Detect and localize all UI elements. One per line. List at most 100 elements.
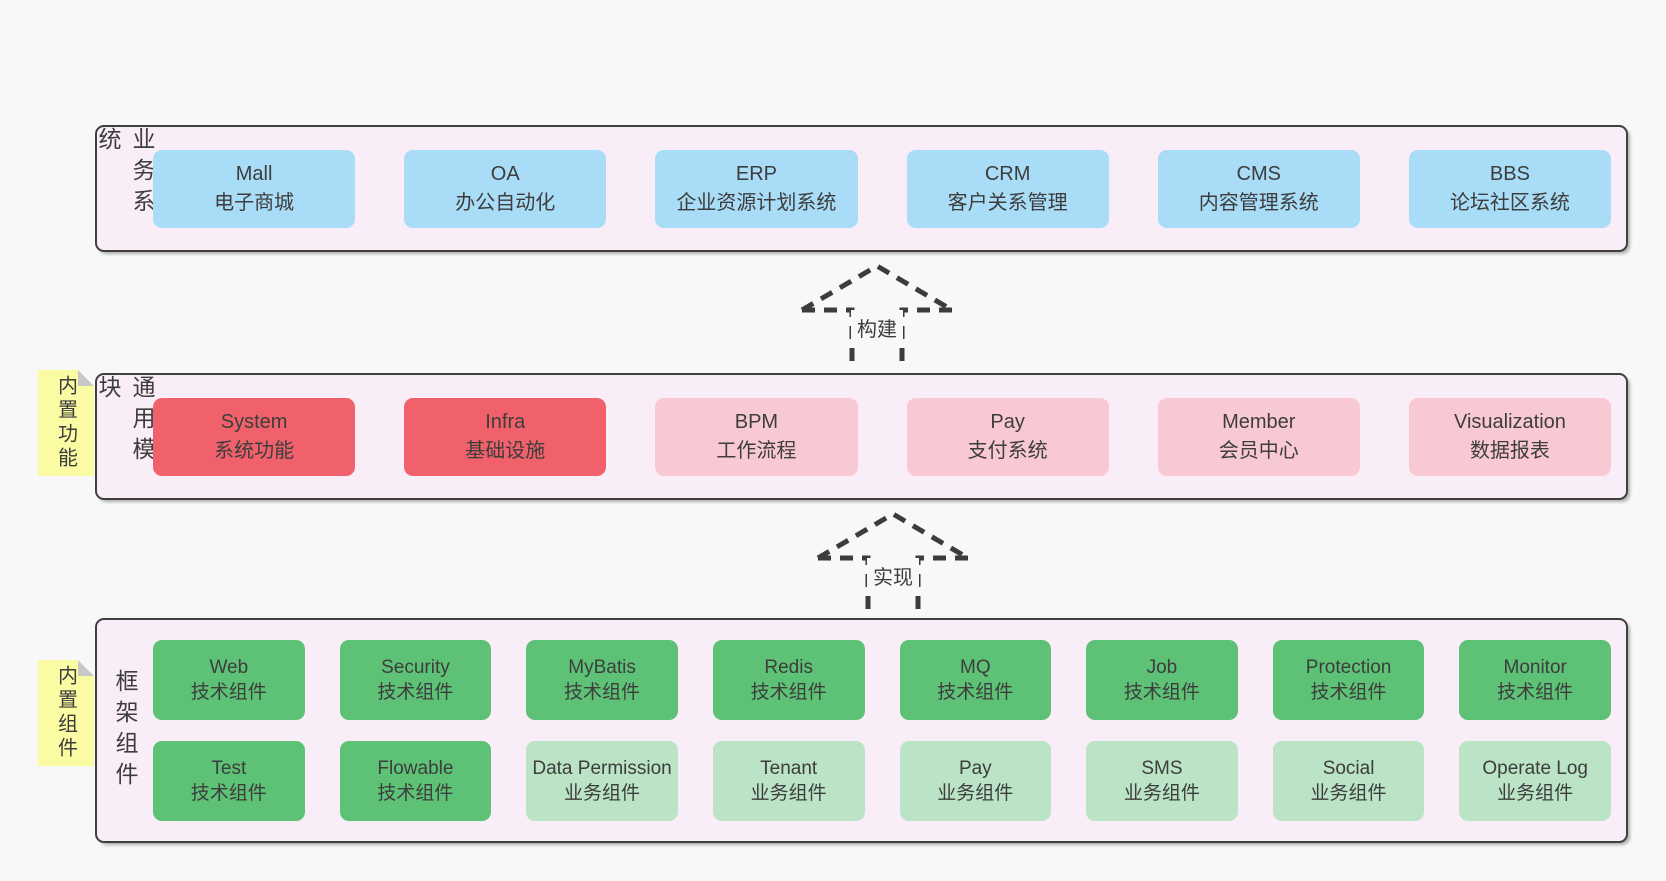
module-box-oa: OA 办公自动化 bbox=[404, 149, 607, 228]
module-name: Operate Log bbox=[1482, 757, 1588, 779]
implement-arrow: 实现 bbox=[808, 506, 978, 618]
module-name: Test bbox=[211, 757, 247, 779]
module-box-sms: SMS 业务组件 bbox=[1086, 741, 1238, 821]
builtin-features-sticky-note: 内置功能 bbox=[38, 370, 94, 476]
module-subtitle: 系统功能 bbox=[214, 439, 295, 462]
implement-arrow-label: 实现 bbox=[867, 558, 919, 593]
module-subtitle: 业务组件 bbox=[750, 783, 827, 804]
module-name: Pay bbox=[990, 411, 1025, 434]
module-box-system: System 系统功能 bbox=[153, 397, 356, 476]
module-box-bbs: BBS 论坛社区系统 bbox=[1408, 149, 1612, 228]
module-name: Monitor bbox=[1503, 656, 1567, 678]
module-box-job: Job 技术组件 bbox=[1086, 640, 1238, 720]
business-boxes-row: Mall 电子商城 OA 办公自动化 ERP 企业资源计划系统 CRM 客户关系管理 CMS 内容… bbox=[153, 149, 1612, 228]
module-box-bpm: BPM 工作流程 bbox=[655, 397, 858, 476]
module-name: System bbox=[220, 411, 288, 434]
module-subtitle: 内容管理系统 bbox=[1198, 191, 1319, 214]
module-box-cms: CMS 内容管理系统 bbox=[1157, 149, 1360, 228]
module-box-protection: Protection 技术组件 bbox=[1272, 640, 1425, 720]
module-box-erp: ERP 企业资源计划系统 bbox=[655, 149, 858, 228]
module-box-flowable: Flowable 技术组件 bbox=[339, 741, 492, 821]
module-box-data-permission: Data Permission 业务组件 bbox=[526, 741, 678, 821]
modules-boxes-row: System 系统功能 Infra 基础设施 BPM 工作流程 Pay 支付系统 Member 会… bbox=[153, 397, 1612, 476]
module-subtitle: 业务组件 bbox=[1310, 783, 1387, 804]
module-name: Redis bbox=[764, 656, 813, 678]
module-box-pay: Pay 支付系统 bbox=[906, 397, 1109, 476]
module-name: Data Permission bbox=[532, 757, 672, 779]
module-subtitle: 技术组件 bbox=[377, 783, 454, 804]
module-name: Social bbox=[1322, 757, 1375, 779]
build-arrow-label: 构建 bbox=[851, 310, 903, 345]
band-business-systems: 业务系统 Mall 电子商城 OA 办公自动化 ERP 企业资源计划系统 CRM 客户关系管理… bbox=[95, 125, 1628, 252]
module-subtitle: 客户关系管理 bbox=[947, 191, 1068, 214]
module-name: MQ bbox=[960, 656, 991, 678]
module-subtitle: 电子商城 bbox=[214, 191, 295, 214]
module-subtitle: 工作流程 bbox=[716, 439, 797, 462]
module-box-test: Test 技术组件 bbox=[153, 741, 305, 821]
module-name: ERP bbox=[735, 163, 777, 186]
module-name: Visualization bbox=[1453, 411, 1566, 434]
module-name: Mall bbox=[235, 163, 273, 186]
module-subtitle: 技术组件 bbox=[564, 682, 641, 703]
module-box-web: Web 技术组件 bbox=[153, 640, 305, 720]
module-name: BBS bbox=[1489, 163, 1530, 186]
module-box-operate-log: Operate Log 业务组件 bbox=[1459, 741, 1611, 821]
module-subtitle: 基础设施 bbox=[465, 439, 546, 462]
module-box-social: Social 业务组件 bbox=[1272, 741, 1425, 821]
module-name: Member bbox=[1222, 411, 1296, 434]
band-business-label: 业务系统 bbox=[95, 127, 155, 220]
module-name: Infra bbox=[485, 411, 526, 434]
module-box-tenant: Tenant 业务组件 bbox=[712, 741, 865, 821]
module-name: Job bbox=[1146, 656, 1178, 678]
module-subtitle: 会员中心 bbox=[1218, 439, 1299, 462]
module-subtitle: 技术组件 bbox=[1497, 682, 1574, 703]
module-name: Tenant bbox=[760, 757, 818, 779]
module-name: CRM bbox=[984, 163, 1031, 186]
module-box-mall: Mall 电子商城 bbox=[153, 149, 356, 228]
module-name: OA bbox=[490, 163, 520, 186]
module-name: Protection bbox=[1305, 656, 1392, 678]
module-subtitle: 技术组件 bbox=[190, 783, 267, 804]
module-box-security: Security 技术组件 bbox=[339, 640, 492, 720]
module-subtitle: 技术组件 bbox=[377, 682, 454, 703]
band-common-modules: 通用模块 System 系统功能 Infra 基础设施 BPM 工作流程 Pay 支付系统 Me… bbox=[95, 373, 1628, 500]
module-box-redis: Redis 技术组件 bbox=[712, 640, 865, 720]
module-name: SMS bbox=[1141, 757, 1183, 779]
module-box-mybatis: MyBatis 技术组件 bbox=[526, 640, 678, 720]
module-box-infra: Infra 基础设施 bbox=[404, 397, 607, 476]
module-subtitle: 技术组件 bbox=[937, 682, 1014, 703]
module-box-monitor: Monitor 技术组件 bbox=[1459, 640, 1611, 720]
module-subtitle: 办公自动化 bbox=[455, 191, 556, 214]
module-name: Web bbox=[209, 656, 249, 678]
band-components-label: 框架组件 bbox=[112, 668, 138, 793]
module-name: Pay bbox=[958, 757, 992, 779]
module-subtitle: 数据报表 bbox=[1469, 439, 1550, 462]
module-box-visualization: Visualization 数据报表 bbox=[1408, 397, 1612, 476]
module-subtitle: 业务组件 bbox=[937, 783, 1014, 804]
module-box-pay: Pay 业务组件 bbox=[899, 741, 1052, 821]
module-subtitle: 业务组件 bbox=[564, 783, 641, 804]
module-subtitle: 技术组件 bbox=[190, 682, 267, 703]
module-subtitle: 技术组件 bbox=[1123, 682, 1200, 703]
module-box-crm: CRM 客户关系管理 bbox=[906, 149, 1109, 228]
module-name: CMS bbox=[1236, 163, 1281, 186]
module-box-member: Member 会员中心 bbox=[1157, 397, 1360, 476]
module-subtitle: 企业资源计划系统 bbox=[676, 191, 837, 214]
module-subtitle: 技术组件 bbox=[1310, 682, 1387, 703]
module-subtitle: 支付系统 bbox=[967, 439, 1048, 462]
module-subtitle: 技术组件 bbox=[750, 682, 827, 703]
band-modules-label: 通用模块 bbox=[95, 375, 155, 468]
module-name: BPM bbox=[734, 411, 779, 434]
module-name: MyBatis bbox=[568, 656, 636, 678]
module-name: Flowable bbox=[377, 757, 454, 779]
module-box-mq: MQ 技术组件 bbox=[899, 640, 1052, 720]
module-subtitle: 业务组件 bbox=[1497, 783, 1574, 804]
builtin-components-sticky-note: 内置组件 bbox=[38, 660, 94, 766]
module-name: Security bbox=[381, 656, 450, 678]
module-subtitle: 业务组件 bbox=[1123, 783, 1200, 804]
module-subtitle: 论坛社区系统 bbox=[1449, 191, 1570, 214]
build-arrow: 构建 bbox=[792, 258, 962, 370]
